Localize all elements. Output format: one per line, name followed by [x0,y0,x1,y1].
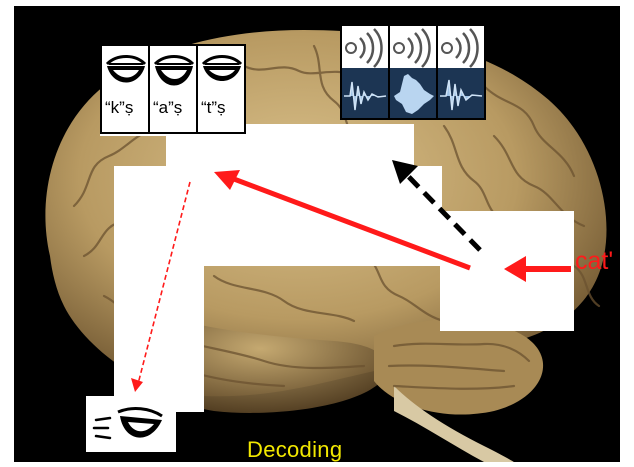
slide: “k”ṣ “a”ṣ “t”ṣ [14,6,620,462]
phoneme-label-k: “k”ṣ [105,98,134,117]
sound-wave-icon [390,26,436,68]
black-dashed-arrowhead [392,160,418,184]
black-dashed-arrow [404,172,482,252]
arrows-layer [131,160,571,392]
red-dashed-arrow [137,181,191,385]
phoneme-label-a: “a”ṣ [153,98,183,117]
output-card [86,396,176,452]
speaking-mouth-icon [92,407,163,440]
audio-card-2 [388,24,438,120]
phoneme-card-t [196,44,246,134]
input-word: cat' [575,247,614,275]
red-arrow [225,173,471,271]
mouth-icon [105,55,147,83]
sound-wave-icon [342,26,388,68]
audio-card-1 [340,24,390,120]
waveform-icon [394,74,434,114]
waveform-icon [440,79,483,111]
waveform-icon [344,81,387,111]
sound-wave-icon [438,26,484,68]
red-arrowhead [214,170,240,190]
phoneme-card-k [100,44,150,134]
audio-card-3 [436,24,486,120]
mouth-icon [201,55,243,81]
phoneme-card-a [148,44,198,134]
slide-caption: Decoding [247,437,343,462]
red-input-arrowhead [504,256,526,282]
phoneme-label-t: “t”ṣ [201,98,226,117]
red-dashed-arrowhead [131,378,143,392]
mouth-icon [153,55,195,86]
